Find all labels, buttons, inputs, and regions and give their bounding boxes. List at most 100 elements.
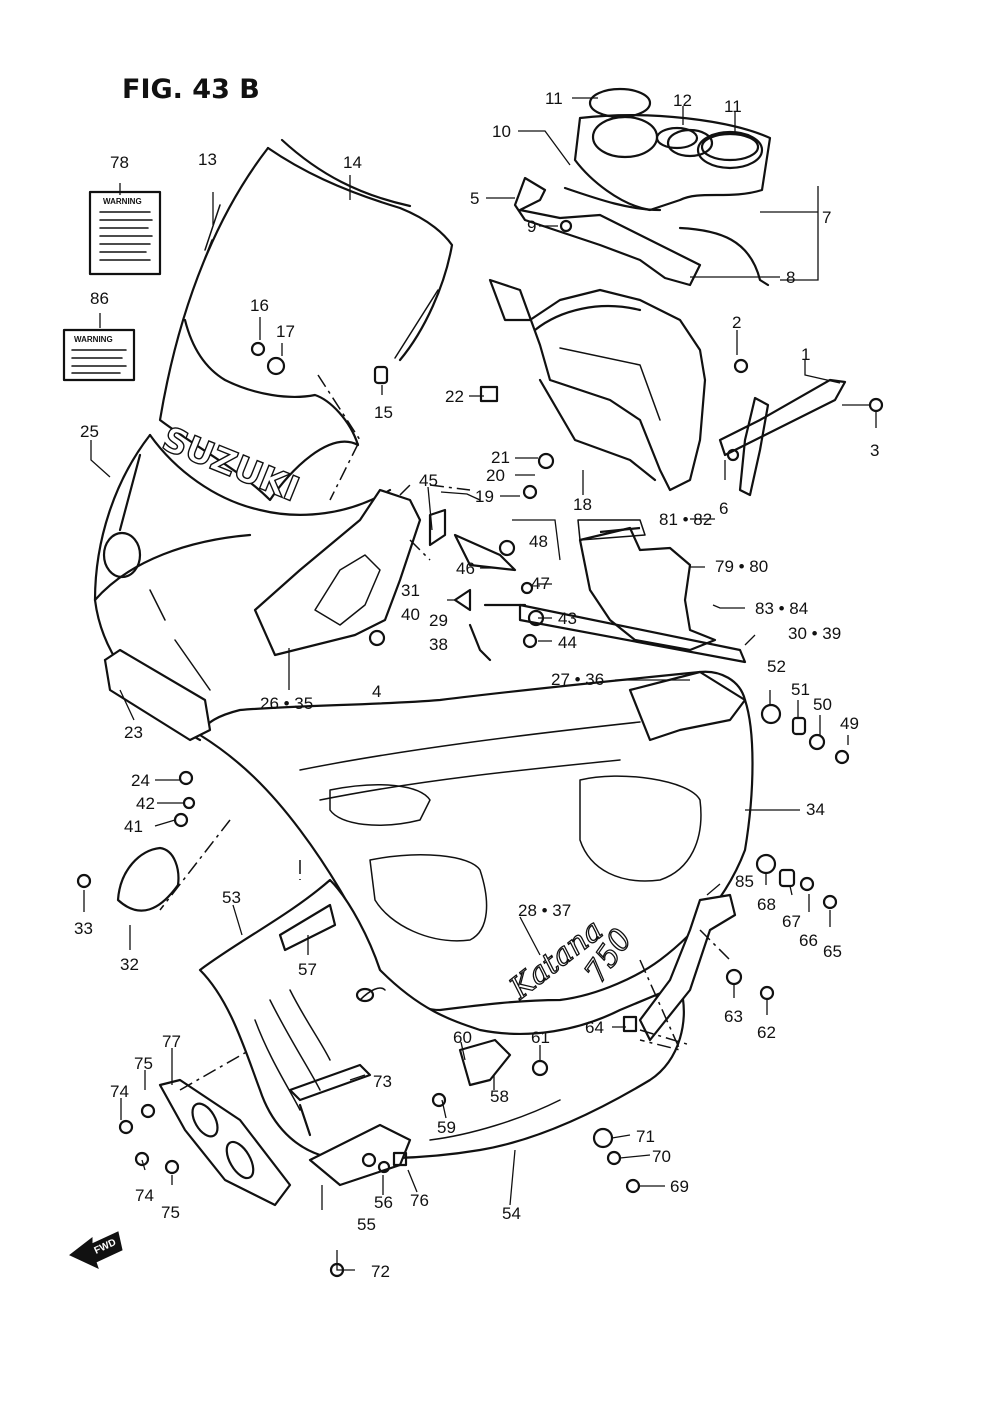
inner-panel <box>253 488 422 657</box>
callout: 51 <box>791 680 810 699</box>
callout: 58 <box>490 1087 509 1106</box>
callout: 29 <box>429 611 448 630</box>
callout: 18 <box>573 495 592 514</box>
callout: 40 <box>401 605 420 624</box>
side-panel-85 <box>638 893 737 1042</box>
windscreen: SUZUKI <box>156 138 454 511</box>
callout: 71 <box>636 1127 655 1146</box>
warning-text: WARNING <box>74 335 113 344</box>
callout: 65 <box>823 942 842 961</box>
callout: 22 <box>445 387 464 406</box>
callout: 27 • 36 <box>551 670 604 689</box>
callout: 78 <box>110 153 129 172</box>
warning-label-78: WARNING <box>88 190 162 276</box>
panel-79-80 <box>578 526 717 652</box>
callout: 70 <box>652 1147 671 1166</box>
upper-bracket-5 <box>513 176 702 287</box>
callout: 31 <box>401 581 420 600</box>
figure-title: FIG. 43 B <box>122 74 260 105</box>
callout: 67 <box>782 912 801 931</box>
callout: 19 <box>475 487 494 506</box>
callout: 48 <box>529 532 548 551</box>
callout: 56 <box>374 1193 393 1212</box>
callout: 63 <box>724 1007 743 1026</box>
callout: 23 <box>124 723 143 742</box>
callout: 24 <box>131 771 150 790</box>
callout: 42 <box>136 794 155 813</box>
callout: 43 <box>558 609 577 628</box>
callout: 17 <box>276 322 295 341</box>
callout: 13 <box>198 150 217 169</box>
callout: 79 • 80 <box>715 557 768 576</box>
callout: 2 <box>732 313 741 332</box>
callout: 75 <box>134 1054 153 1073</box>
callout: 66 <box>799 931 818 950</box>
callout: 54 <box>502 1204 521 1223</box>
callout: 49 <box>840 714 859 733</box>
callout: 14 <box>343 153 362 172</box>
side-cover-23 <box>103 648 212 742</box>
callout: 74 <box>135 1186 154 1205</box>
warning-text: WARNING <box>103 197 142 206</box>
callout: 11 <box>724 97 742 116</box>
callout: 32 <box>120 955 139 974</box>
callout: 47 <box>531 574 550 593</box>
callout: 61 <box>531 1028 550 1047</box>
callout: 62 <box>757 1023 776 1042</box>
side-bracket-77 <box>158 1078 292 1207</box>
callout: 76 <box>410 1191 429 1210</box>
callout: 75 <box>161 1203 180 1222</box>
callout: 68 <box>757 895 776 914</box>
leader-lines <box>83 97 877 1271</box>
callout: 7 <box>822 208 831 227</box>
mirror-stay-1 <box>718 378 847 497</box>
callout: 8 <box>786 268 795 287</box>
callouts: 11 12 11 10 5 9 7 8 2 1 3 6 22 21 20 19 … <box>74 89 879 1281</box>
callout: 55 <box>357 1215 376 1234</box>
seal-30-39 <box>518 603 747 664</box>
meter-panel <box>563 87 772 287</box>
callout: 26 • 35 <box>260 694 313 713</box>
callout: 15 <box>374 403 393 422</box>
callout: 86 <box>90 289 109 308</box>
callout: 81 • 82 <box>659 510 712 529</box>
callout: 12 <box>673 91 692 110</box>
callout: 5 <box>470 189 479 208</box>
callout: 11 <box>545 89 563 108</box>
callout: 83 • 84 <box>755 599 808 618</box>
callout: 52 <box>767 657 786 676</box>
callout: 9 <box>527 217 536 236</box>
fairing-frame <box>488 278 707 492</box>
callout: 73 <box>373 1072 392 1091</box>
callout: 3 <box>870 441 879 460</box>
callout: 64 <box>585 1018 604 1037</box>
callout: 38 <box>429 635 448 654</box>
callout: 45 <box>419 471 438 490</box>
callout: 30 • 39 <box>788 624 841 643</box>
callout: 25 <box>80 422 99 441</box>
warning-label-86: WARNING <box>62 328 136 382</box>
callout: 20 <box>486 466 505 485</box>
callout: 60 <box>453 1028 472 1047</box>
main-cowl: Katana 750 <box>198 670 754 1012</box>
fasteners <box>76 219 884 1278</box>
callout: 10 <box>492 122 511 141</box>
callout: 34 <box>806 800 825 819</box>
fwd-arrow-icon: FWD <box>69 1231 123 1269</box>
callout: 57 <box>298 960 317 979</box>
callout: 85 <box>735 872 754 891</box>
callout: 4 <box>372 682 381 701</box>
duct-81-82 <box>577 519 646 541</box>
callout: 44 <box>558 633 577 652</box>
callout: 77 <box>162 1032 181 1051</box>
callout: 50 <box>813 695 832 714</box>
callout: 53 <box>222 888 241 907</box>
callout: 21 <box>491 448 510 467</box>
callout: 16 <box>250 296 269 315</box>
cover-32 <box>116 846 180 912</box>
callout: 69 <box>670 1177 689 1196</box>
callout: 6 <box>719 499 728 518</box>
callout: 28 • 37 <box>518 901 571 920</box>
callout: 33 <box>74 919 93 938</box>
